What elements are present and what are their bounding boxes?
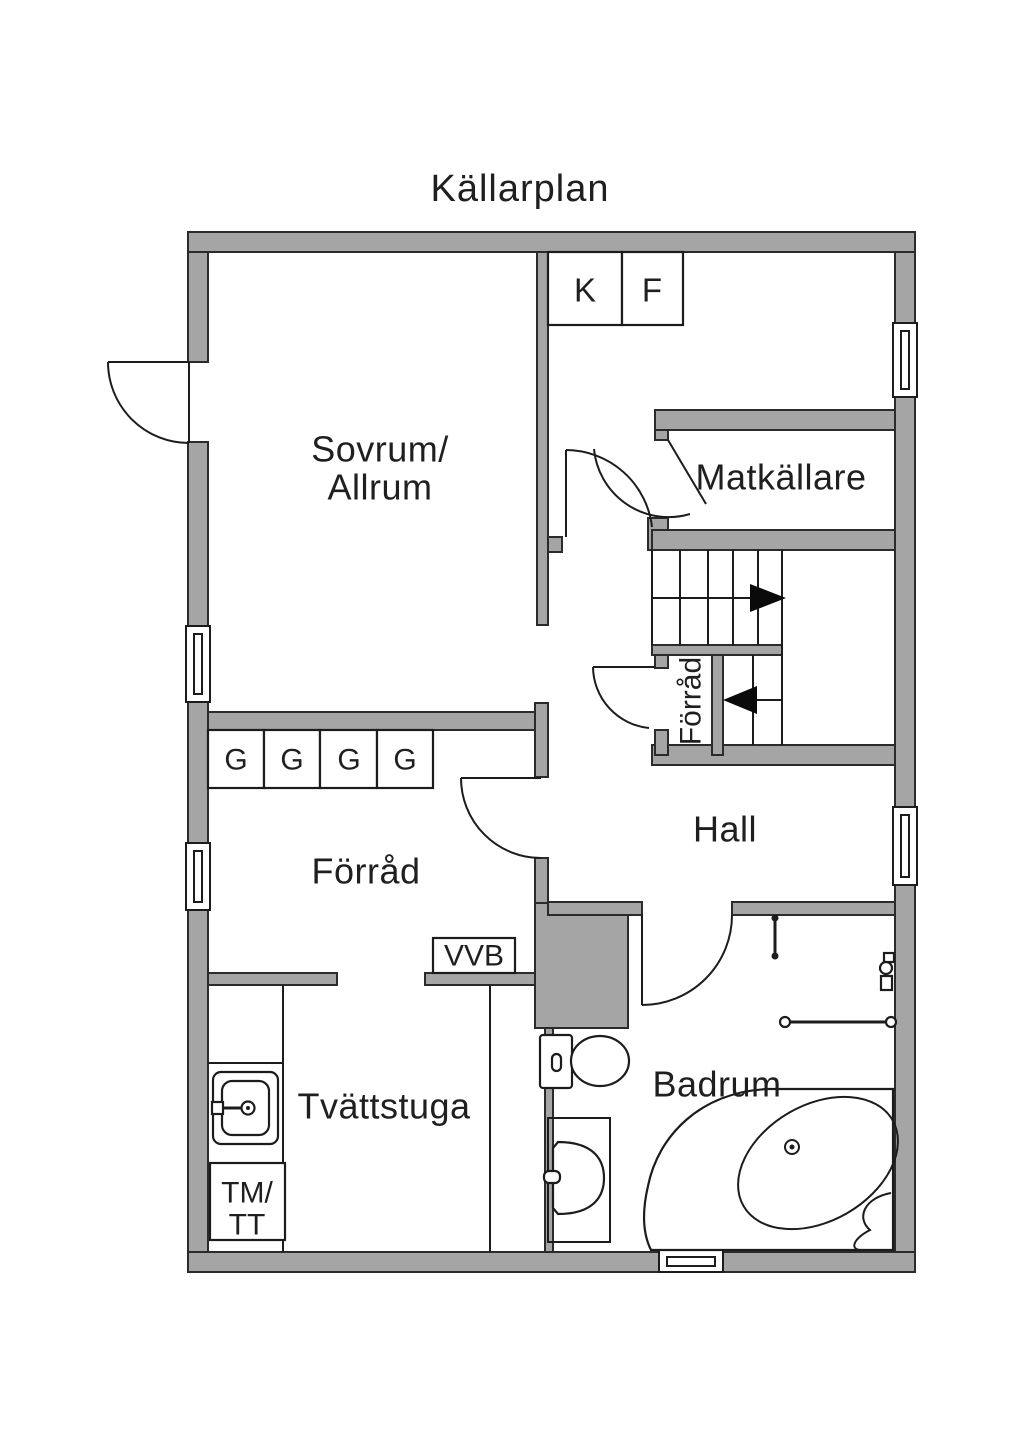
water-heater-unit: VVB <box>431 936 517 975</box>
toilet <box>538 1033 631 1090</box>
staircase <box>651 550 786 745</box>
fridge-unit: K <box>546 250 624 327</box>
room-labels: Sovrum/ Allrum Matkällare Förråd Hall Fö… <box>297 429 866 1127</box>
plan-title: Källarplan <box>431 168 610 210</box>
food-cellar-label: Matkällare <box>695 457 866 498</box>
storage-closet-label: Förråd <box>675 657 708 745</box>
storage-closet-door <box>592 666 655 729</box>
washer-label: TM/ <box>221 1177 273 1210</box>
wardrobe-label: G <box>280 744 303 777</box>
wardrobe-label: G <box>393 744 416 777</box>
washer-dryer-unit: TM/ TT <box>208 1161 287 1242</box>
storage-room-label: Förråd <box>311 851 420 892</box>
water-heater-label: VVB <box>444 940 504 973</box>
bedroom-label-line2: Allrum <box>327 467 432 508</box>
wardrobes: G G G G <box>206 728 435 790</box>
hall-label: Hall <box>693 809 757 850</box>
stairs-down-arrow-icon <box>723 686 757 714</box>
corner-bathtub <box>642 1087 899 1252</box>
shower-mixer-icon <box>878 951 896 992</box>
washbasin <box>542 1117 611 1243</box>
exterior-walls <box>187 231 916 1273</box>
window-right-upper <box>892 322 918 398</box>
freezer-unit: F <box>620 250 685 327</box>
bathroom-fixtures <box>538 914 899 1252</box>
laundry-sink <box>210 1070 280 1146</box>
dryer-label: TT <box>229 1209 266 1242</box>
window-right-hall <box>892 806 918 886</box>
window-left-lower <box>185 842 211 911</box>
laundry-fixtures: TM/ TT <box>208 985 491 1252</box>
shower-rail <box>778 1015 898 1029</box>
fridge-label: K <box>574 272 596 309</box>
bathroom-label: Badrum <box>652 1064 781 1105</box>
towel-hook <box>771 914 779 960</box>
window-left-upper <box>185 625 211 703</box>
bathroom-door <box>641 914 733 1006</box>
wardrobe-label: G <box>224 744 247 777</box>
stairs-up-arrow-icon <box>750 584 786 612</box>
interior-walls <box>207 251 896 1253</box>
wardrobe-label: G <box>337 744 360 777</box>
food-cellar-door <box>593 439 707 519</box>
window-bottom <box>658 1249 724 1273</box>
bedroom-label-line1: Sovrum/ <box>311 429 449 470</box>
bathtub-drain <box>784 1139 800 1155</box>
freezer-label: F <box>642 272 662 309</box>
stair-hall-door <box>565 449 653 537</box>
laundry-label: Tvättstuga <box>297 1086 471 1127</box>
entry-door <box>107 361 190 444</box>
storage-room-door <box>460 777 542 859</box>
